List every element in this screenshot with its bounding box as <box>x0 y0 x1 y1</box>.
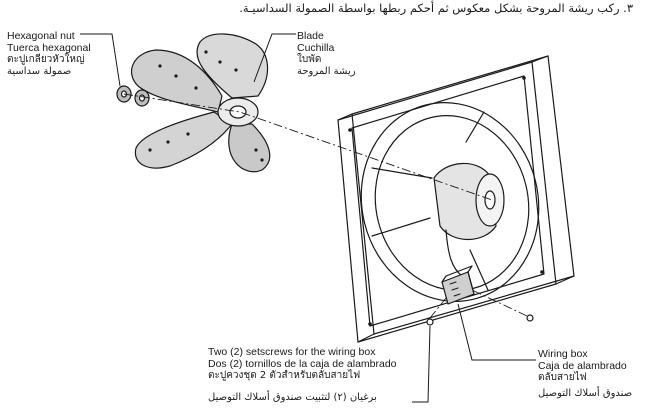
venturi-inner <box>374 115 530 291</box>
wiring-box-label-ar: صندوق أسلاك التوصيل <box>538 388 633 399</box>
hex-nut-label-en: Hexagonal nut <box>7 30 75 42</box>
blade-label: Blade Cuchilla ใบพัด ريشة المروحة <box>297 30 356 78</box>
screws-leader <box>412 325 431 403</box>
blade-drawing <box>130 33 271 173</box>
screw-axis-left <box>429 297 447 319</box>
hex-nut-label-es: Tuerca hexagonal <box>7 42 91 54</box>
blade-left <box>130 49 223 113</box>
blade-right <box>228 123 271 173</box>
blade-leader <box>253 33 296 83</box>
setscrews-label-en: Two (2) setscrews for the wiring box <box>208 346 376 358</box>
blade-lower <box>134 111 233 169</box>
hex-nut-label-ar: صمولة سداسية <box>7 66 72 77</box>
wiring-box-label: Wiring box Caja de alambrado ตลับสายไฟ ص… <box>538 348 632 400</box>
setscrews-label: Two (2) setscrews for the wiring box Dos… <box>208 346 397 404</box>
blade-upper <box>196 33 269 99</box>
motor-bracket <box>371 111 489 291</box>
instruction-heading: ٣. ركب ريشة المروحة بشكل معكوس ثم أحكم ر… <box>239 1 633 15</box>
setscrew-right <box>526 314 534 322</box>
venturi-outer <box>360 102 540 302</box>
hex-nut-label-th: ตะปูเกลียวหัวใหญ่ <box>7 54 85 65</box>
blade-label-th: ใบพัด <box>297 54 322 65</box>
frame-inner <box>351 75 545 327</box>
motor-cable <box>445 229 463 277</box>
setscrew-drawing <box>426 314 534 326</box>
setscrews-label-es: Dos (2) tornillos de la caja de alambrad… <box>208 358 397 370</box>
blade-label-es: Cuchilla <box>297 42 335 54</box>
setscrew-left <box>426 318 434 326</box>
wiring-leader <box>457 303 536 361</box>
screw-axis-right <box>471 289 528 317</box>
wiring-box-label-th: ตลับสายไฟ <box>538 372 587 383</box>
blade-label-en: Blade <box>297 30 324 42</box>
wiring-box-drawing <box>441 265 475 305</box>
fan-frame-drawing <box>337 55 575 343</box>
nut-leader <box>80 33 121 87</box>
shaft-axis <box>123 93 493 201</box>
blade-label-ar: ريشة المروحة <box>297 66 356 77</box>
wiring-box-label-en: Wiring box <box>538 348 588 360</box>
motor-drawing <box>433 162 505 277</box>
setscrews-label-th: ตะปูควงชุด 2 ตัวสำหรับตลับสายไฟ <box>208 370 361 381</box>
hex-nut-label: Hexagonal nut Tuerca hexagonal ตะปูเกลีย… <box>7 30 91 78</box>
wiring-box-label-es: Caja de alambrado <box>538 360 627 372</box>
setscrews-label-ar: برغيان (٢) لتثبيت صندوق أسلاك التوصيل <box>208 392 377 403</box>
